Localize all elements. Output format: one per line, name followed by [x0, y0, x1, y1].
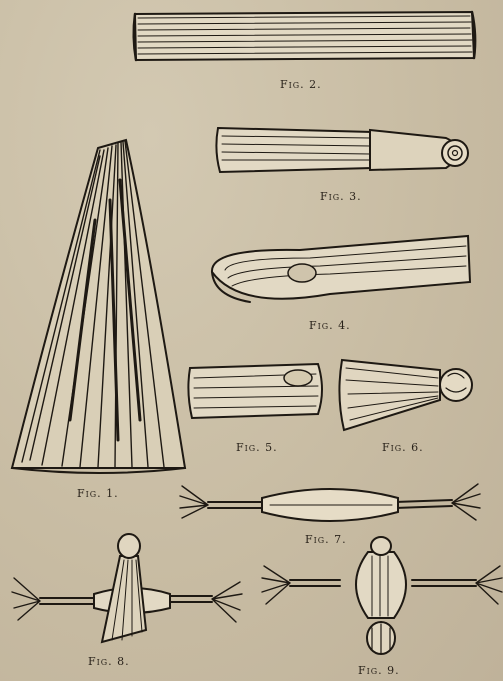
fig8-straw-cross — [12, 534, 242, 642]
fig3-caption: Fig. 3. — [320, 190, 362, 203]
fig5-rolled-bundle — [188, 364, 322, 418]
fig7-caption: Fig. 7. — [305, 533, 347, 546]
fig6-tied-head — [339, 360, 472, 430]
fig1-standing-bundle — [12, 140, 185, 473]
fig3-folded-bundle — [216, 128, 468, 172]
fig8-caption: Fig. 8. — [88, 655, 130, 668]
fig9-caption: Fig. 9. — [358, 664, 400, 677]
fig1-caption: Fig. 1. — [77, 487, 119, 500]
fig5-caption: Fig. 5. — [236, 441, 278, 454]
fig9-straw-cross — [262, 537, 502, 654]
fig4-caption: Fig. 4. — [309, 319, 351, 332]
fig2-caption: Fig. 2. — [280, 78, 322, 91]
fig7-straw-bar — [180, 484, 480, 521]
fig6-caption: Fig. 6. — [382, 441, 424, 454]
fig4-looped-bundle — [212, 236, 470, 302]
fig2-straw-bundle — [134, 12, 475, 60]
